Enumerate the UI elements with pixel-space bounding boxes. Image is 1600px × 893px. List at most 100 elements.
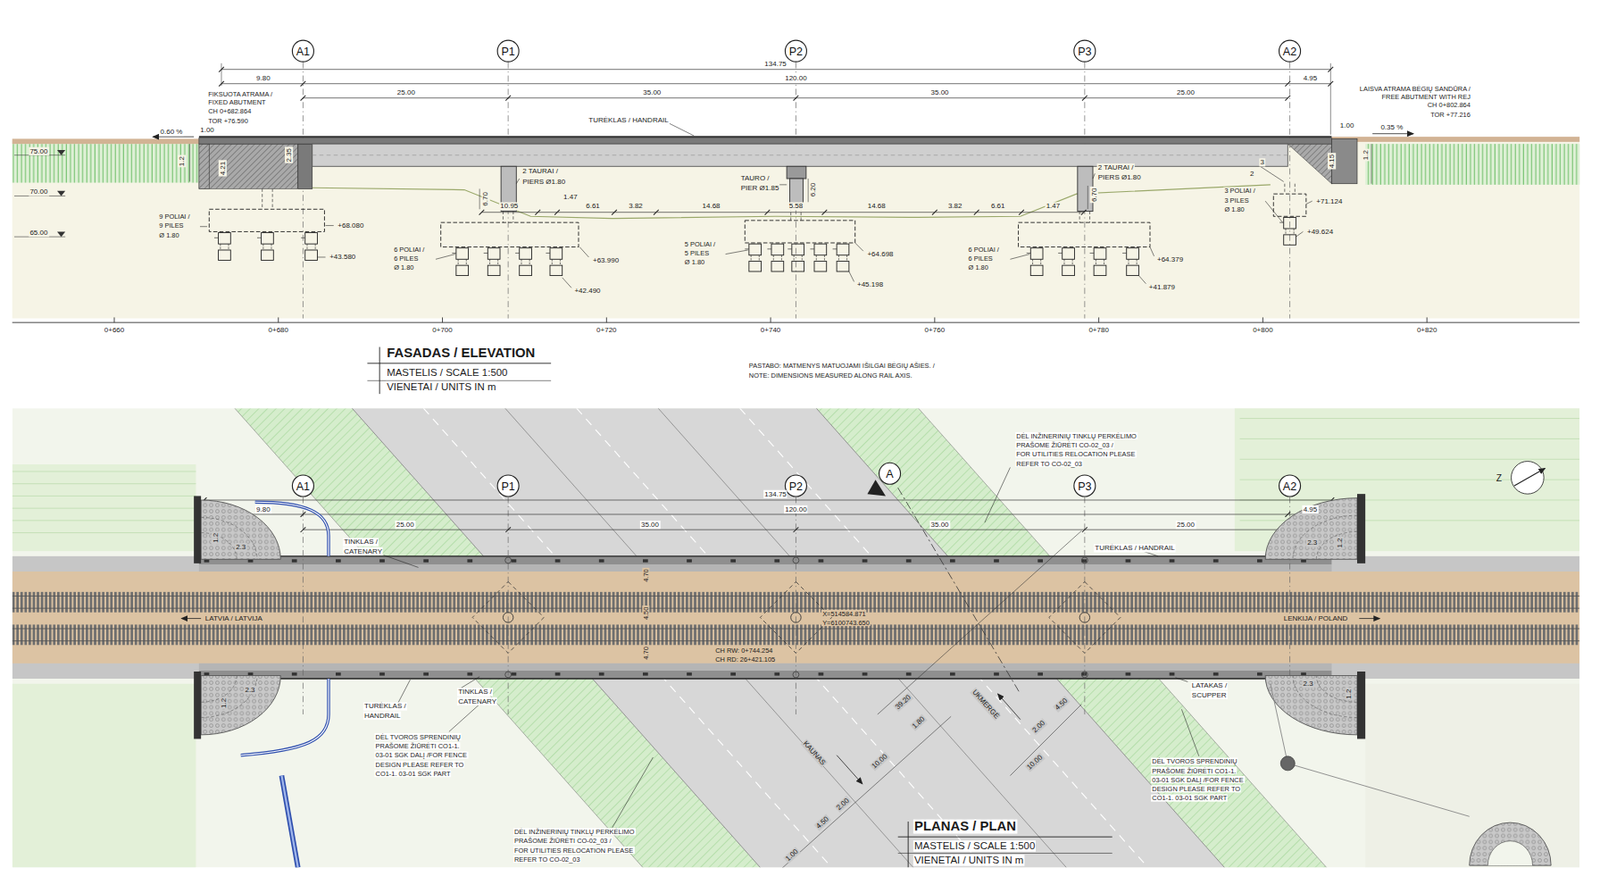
elevation-annotation: CH 0+682.864 [207,107,252,115]
leader-line [1306,200,1313,204]
axis-line [1289,62,1291,319]
level-marker [57,231,66,237]
plan-annotation: PRAŠOME ŽIŪRĖTI CO-02_03 / [513,837,613,845]
pier-outline [759,581,832,653]
plan-annotation: CH RD: 26+421.105 [714,655,776,663]
pile-tip [814,261,827,272]
pile-head [456,248,469,260]
handrail-post [818,558,825,562]
handrail-post [204,558,210,562]
dimension-tick [1082,526,1088,533]
dimension-tick [300,81,307,87]
catenary-pole [1081,557,1088,564]
elevation-annotation: 6.20 [808,182,817,199]
plan-annotation: TINKLAS / [457,687,493,696]
dimension-tick [300,526,307,533]
pile-shaft [529,258,531,266]
plan-annotation: 1.2 [211,532,220,544]
elevation-annotation: 25.00 [1175,89,1196,98]
walkway [199,564,1333,572]
fence-line [1270,683,1470,817]
handrail-post [950,672,956,675]
field-line [1240,417,1581,419]
elevation-annotation: 5 PILES [683,249,711,257]
abutment-back [199,143,209,189]
handrail-post [204,672,210,675]
elevation-annotation: PIERS Ø1.80 [521,177,567,186]
pile-head [1062,248,1075,260]
utility-line [255,501,329,557]
cone-ring [1292,675,1358,718]
axis-bubble: P2 [784,40,808,63]
pile-shaft [824,255,825,262]
dimension-line [1009,704,1082,776]
handrail-post [1169,558,1175,562]
dimension-line [204,499,1333,500]
pier-symbol [502,612,513,623]
dimension-line [481,211,1084,213]
cone-ring [1316,675,1358,703]
elevation-annotation: 0.60 % [158,127,184,136]
pile-shaft [1063,258,1065,266]
elevation-annotation: NOTE: DIMENSIONS MEASURED ALONG RAIL AXI… [748,371,914,379]
pile-head [550,248,563,260]
abutment-slope [1287,143,1332,184]
handrail-post [774,672,780,675]
axis-bubble: P2 [784,474,808,497]
elevation-annotation: 0+780 [1087,325,1110,334]
plan-annotation: 120.00 [783,505,809,514]
axis-label: P2 [789,480,803,492]
utility-duct-core [281,775,298,868]
plan-annotation: LATAKAS / [1191,682,1229,691]
field [12,683,197,868]
pile-mark [483,252,489,254]
pile-shaft [466,258,467,266]
handrail-post [466,558,473,562]
pile-mark [1090,252,1095,254]
leader-line [435,254,456,260]
pier-cap [786,166,807,179]
elevation-annotation: 1.00 [1339,121,1356,130]
handrail-post [335,558,342,562]
dimension-line [1087,185,1089,209]
pile-cap [744,220,855,243]
field-line [12,495,197,497]
plan-annotation: 2.3 [1306,539,1318,548]
elevation-view [12,62,1580,394]
plan-annotation: 4.70 [641,645,650,661]
pile-mark [515,252,520,254]
plan-annotation: 03-01 SGK DALĮ /FOR FENCE [1150,775,1245,784]
field-line [1240,438,1581,440]
axis-bubble: A2 [1278,474,1301,497]
dimension-tick [1284,511,1291,517]
pile-shaft [801,255,803,262]
view-title: MASTELIS / SCALE 1:500 [385,366,509,379]
elevation-annotation: +64.379 [1156,255,1184,264]
leader-line [1009,254,1030,260]
view-title: VIENETAI / UNITS IN m [385,381,498,393]
handrail-post [686,672,692,675]
pile-tip [791,261,805,272]
slope-cone [200,500,281,559]
leader-line [579,247,589,258]
pile-mark [257,237,262,239]
pile-head [791,243,805,256]
dimension-tick [822,209,828,216]
leader-line [516,178,519,184]
elevation-annotation: 14.68 [866,201,887,210]
pile-shaft [219,243,221,250]
slope-cone [1265,498,1358,560]
handrail-post [555,558,561,562]
abutment-wall [298,143,313,189]
cone-ring [200,516,258,559]
pile-tip [550,265,563,275]
pile-head [1030,248,1043,260]
grade-arrow [1372,133,1414,134]
axis-label: A2 [1283,45,1297,58]
dimension-line [221,83,1331,84]
plan-annotation: CH RW: 0+744.254 [714,646,775,654]
pile-mark [766,248,772,250]
plan-annotation: DĖL TVOROS SPRENDINIŲ [374,733,462,741]
handrail-post [291,558,298,562]
handrail-post [466,672,473,675]
